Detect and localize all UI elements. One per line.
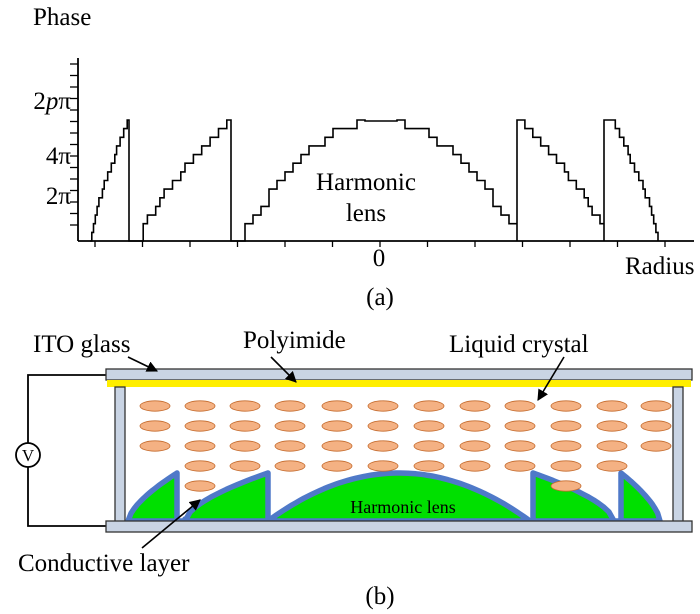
lc-molecule (139, 400, 171, 412)
lc-molecule (274, 420, 306, 432)
lc-molecule (459, 460, 491, 472)
lc-molecule (184, 480, 216, 492)
lens-cell-schematic: V Harmonic lens ITO glass Polyimide Liqu… (15, 327, 693, 610)
lc-molecule (596, 460, 628, 472)
bottom-ito-glass-plate (105, 520, 693, 533)
lc-molecule (413, 440, 445, 452)
lc-molecule (184, 440, 216, 452)
lc-molecule (321, 460, 353, 472)
lc-molecule (550, 480, 582, 492)
lc-molecule (274, 400, 306, 412)
right-spacer (672, 386, 684, 523)
lc-molecule (274, 460, 306, 472)
lc-molecule (640, 440, 672, 452)
lc-molecule (550, 420, 582, 432)
x-axis-ticks (94, 241, 666, 247)
lc-molecule (459, 440, 491, 452)
lc-molecule (229, 420, 261, 432)
polyimide-arrow (270, 356, 297, 383)
lc-molecule (550, 400, 582, 412)
harmonic-lens-region (128, 473, 660, 521)
lc-molecule (596, 420, 628, 432)
lc-molecule (274, 440, 306, 452)
voltage-source-icon (15, 442, 41, 468)
lc-molecule (596, 400, 628, 412)
lc-molecule (367, 460, 399, 472)
lc-molecule (367, 400, 399, 412)
lc-molecule (504, 440, 536, 452)
y-tick-label-2pi: 2π (46, 183, 72, 210)
lc-molecule (321, 400, 353, 412)
lc-molecule (139, 440, 171, 452)
polyimide-layer (107, 380, 691, 387)
center-label-line2: lens (346, 200, 386, 227)
ito-glass-label: ITO glass (33, 331, 130, 358)
lc-molecule (413, 420, 445, 432)
ito-glass-arrow (127, 356, 159, 372)
lc-molecule (640, 400, 672, 412)
caption-b: (b) (365, 583, 394, 610)
y-axis-title: Phase (33, 4, 91, 31)
phase-curve (90, 119, 659, 242)
x-axis-title: Radius (625, 253, 694, 280)
voltage-source-label: V (22, 446, 35, 465)
top-ito-glass-plate (105, 368, 693, 381)
left-spacer (114, 386, 126, 523)
lc-molecule (550, 440, 582, 452)
lc-molecule (139, 420, 171, 432)
lc-molecule (184, 420, 216, 432)
conductive-layer-arrow (141, 499, 201, 549)
lc-molecule (504, 460, 536, 472)
circuit-wire-top (27, 374, 106, 443)
caption-a: (a) (366, 284, 394, 311)
y-axis-ticks (70, 63, 78, 226)
phase-profile-plot: Phase 2pπ 4π 2π Harmonic lens 0 Radius (… (33, 4, 694, 311)
lc-molecule (504, 420, 536, 432)
y-tick-label-4pi: 4π (46, 143, 72, 170)
lc-molecule (640, 420, 672, 432)
lc-molecule (413, 460, 445, 472)
y-tick-label-2p-pi: 2pπ (33, 88, 71, 115)
lc-molecule (367, 440, 399, 452)
harmonic-lens-label: Harmonic lens (350, 497, 455, 517)
conductive-layer-label: Conductive layer (18, 550, 190, 577)
liquid-crystal-molecules (139, 400, 672, 492)
lc-molecule (596, 440, 628, 452)
lc-molecule (550, 460, 582, 472)
lc-molecule (229, 400, 261, 412)
lc-molecule (229, 460, 261, 472)
lc-molecule (184, 400, 216, 412)
x-zero-label: 0 (373, 245, 386, 272)
lc-molecule (321, 420, 353, 432)
liquid-crystal-arrow (537, 356, 565, 401)
lc-molecule (321, 440, 353, 452)
lc-molecule (184, 460, 216, 472)
lc-molecule (459, 420, 491, 432)
lc-molecule (459, 400, 491, 412)
lc-molecule (229, 440, 261, 452)
center-label-line1: Harmonic (316, 169, 416, 196)
lc-molecule (504, 400, 536, 412)
polyimide-label: Polyimide (243, 327, 346, 354)
circuit-wire-bottom (27, 467, 106, 527)
liquid-crystal-label: Liquid crystal (449, 331, 589, 358)
lc-molecule (413, 400, 445, 412)
lc-molecule (367, 420, 399, 432)
